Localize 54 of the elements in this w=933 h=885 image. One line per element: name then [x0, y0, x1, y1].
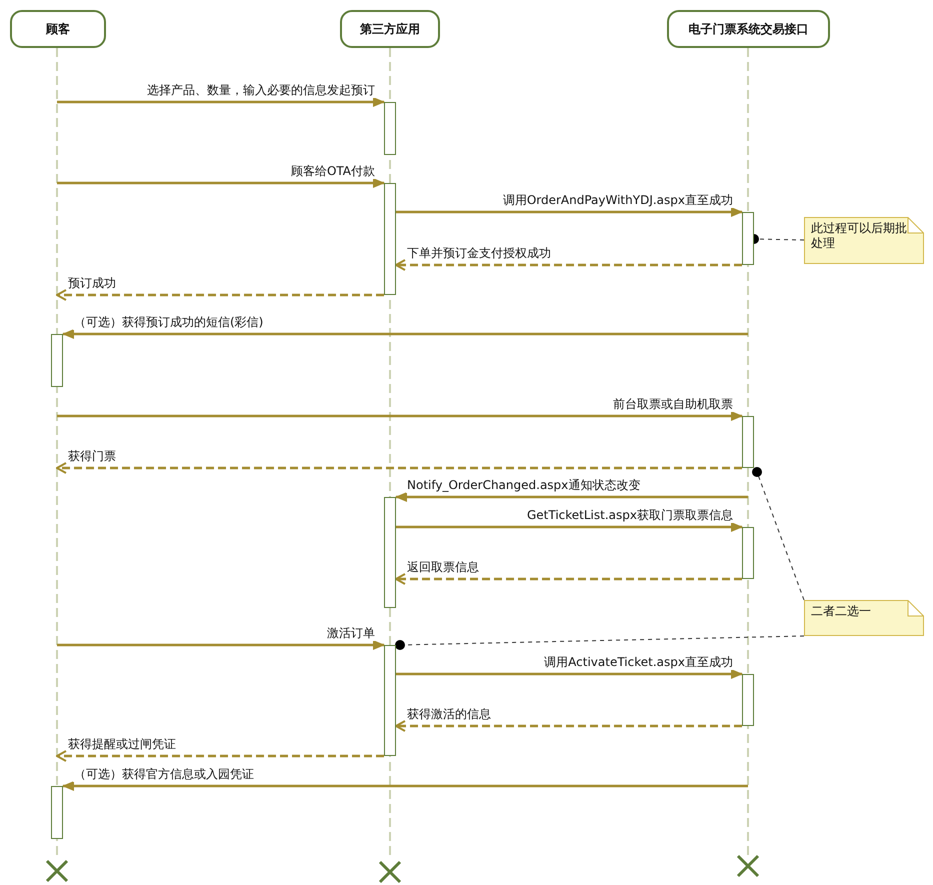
note-connector — [395, 636, 804, 650]
participant-name: 顾客 — [46, 21, 70, 38]
activation-bar — [742, 527, 754, 579]
note-text: 此过程可以后期批处理 — [810, 220, 908, 251]
message-arrow — [57, 97, 385, 107]
activation-bar — [742, 212, 754, 265]
return-arrow — [56, 750, 384, 762]
return-arrow — [395, 573, 742, 585]
message-label: 前台取票或自助机取票 — [612, 397, 734, 412]
participant-box — [667, 10, 830, 48]
message-label: 顾客给OTA付款 — [290, 164, 376, 179]
note — [804, 217, 924, 264]
participant-box — [10, 10, 106, 48]
message-label: 获得提醒或过闸凭证 — [67, 737, 177, 752]
return-arrow — [56, 289, 384, 301]
return-arrow — [395, 259, 742, 271]
return-arrow — [56, 462, 742, 474]
activation-bar — [384, 102, 396, 155]
activation-bar — [742, 674, 754, 726]
activation-bar — [51, 786, 63, 839]
message-arrow — [396, 522, 743, 532]
activation-bar — [51, 334, 63, 387]
participant-name: 电子门票系统交易接口 — [688, 21, 808, 38]
message-label: 返回取票信息 — [406, 560, 480, 575]
message-label: Notify_OrderChanged.aspx通知状态改变 — [406, 478, 642, 493]
message-arrow — [62, 329, 748, 339]
message-label: 调用ActivateTicket.aspx直至成功 — [543, 655, 734, 670]
message-arrow — [396, 207, 743, 217]
participant-name: 第三方应用 — [360, 21, 420, 38]
message-label: 选择产品、数量，输入必要的信息发起预订 — [146, 83, 376, 98]
return-arrow — [395, 720, 742, 732]
message-label: 获得激活的信息 — [406, 707, 492, 722]
message-arrow — [395, 492, 748, 502]
message-label: 获得门票 — [67, 449, 117, 464]
message-label: GetTicketList.aspx获取门票取票信息 — [526, 508, 734, 523]
message-arrow — [57, 640, 385, 650]
message-label: （可选）获得官方信息或入园凭证 — [73, 767, 255, 782]
activation-bar — [384, 183, 396, 295]
message-label: 激活订单 — [326, 626, 376, 641]
message-arrow — [396, 669, 743, 679]
message-arrow — [57, 178, 385, 188]
activation-bar — [384, 497, 396, 608]
message-arrow — [57, 411, 743, 421]
note-connector — [752, 467, 804, 600]
activation-bar — [742, 416, 754, 468]
note — [804, 600, 924, 636]
message-arrow — [62, 781, 748, 791]
activation-bar — [384, 645, 396, 756]
message-label: 下单并预订金支付授权成功 — [406, 246, 552, 261]
message-label: 调用OrderAndPayWithYDJ.aspx直至成功 — [502, 193, 734, 208]
message-label: 预订成功 — [67, 276, 117, 291]
participant-box — [340, 10, 440, 48]
note-text: 二者二选一 — [810, 603, 872, 619]
message-label: （可选）获得预订成功的短信(彩信) — [73, 315, 264, 330]
